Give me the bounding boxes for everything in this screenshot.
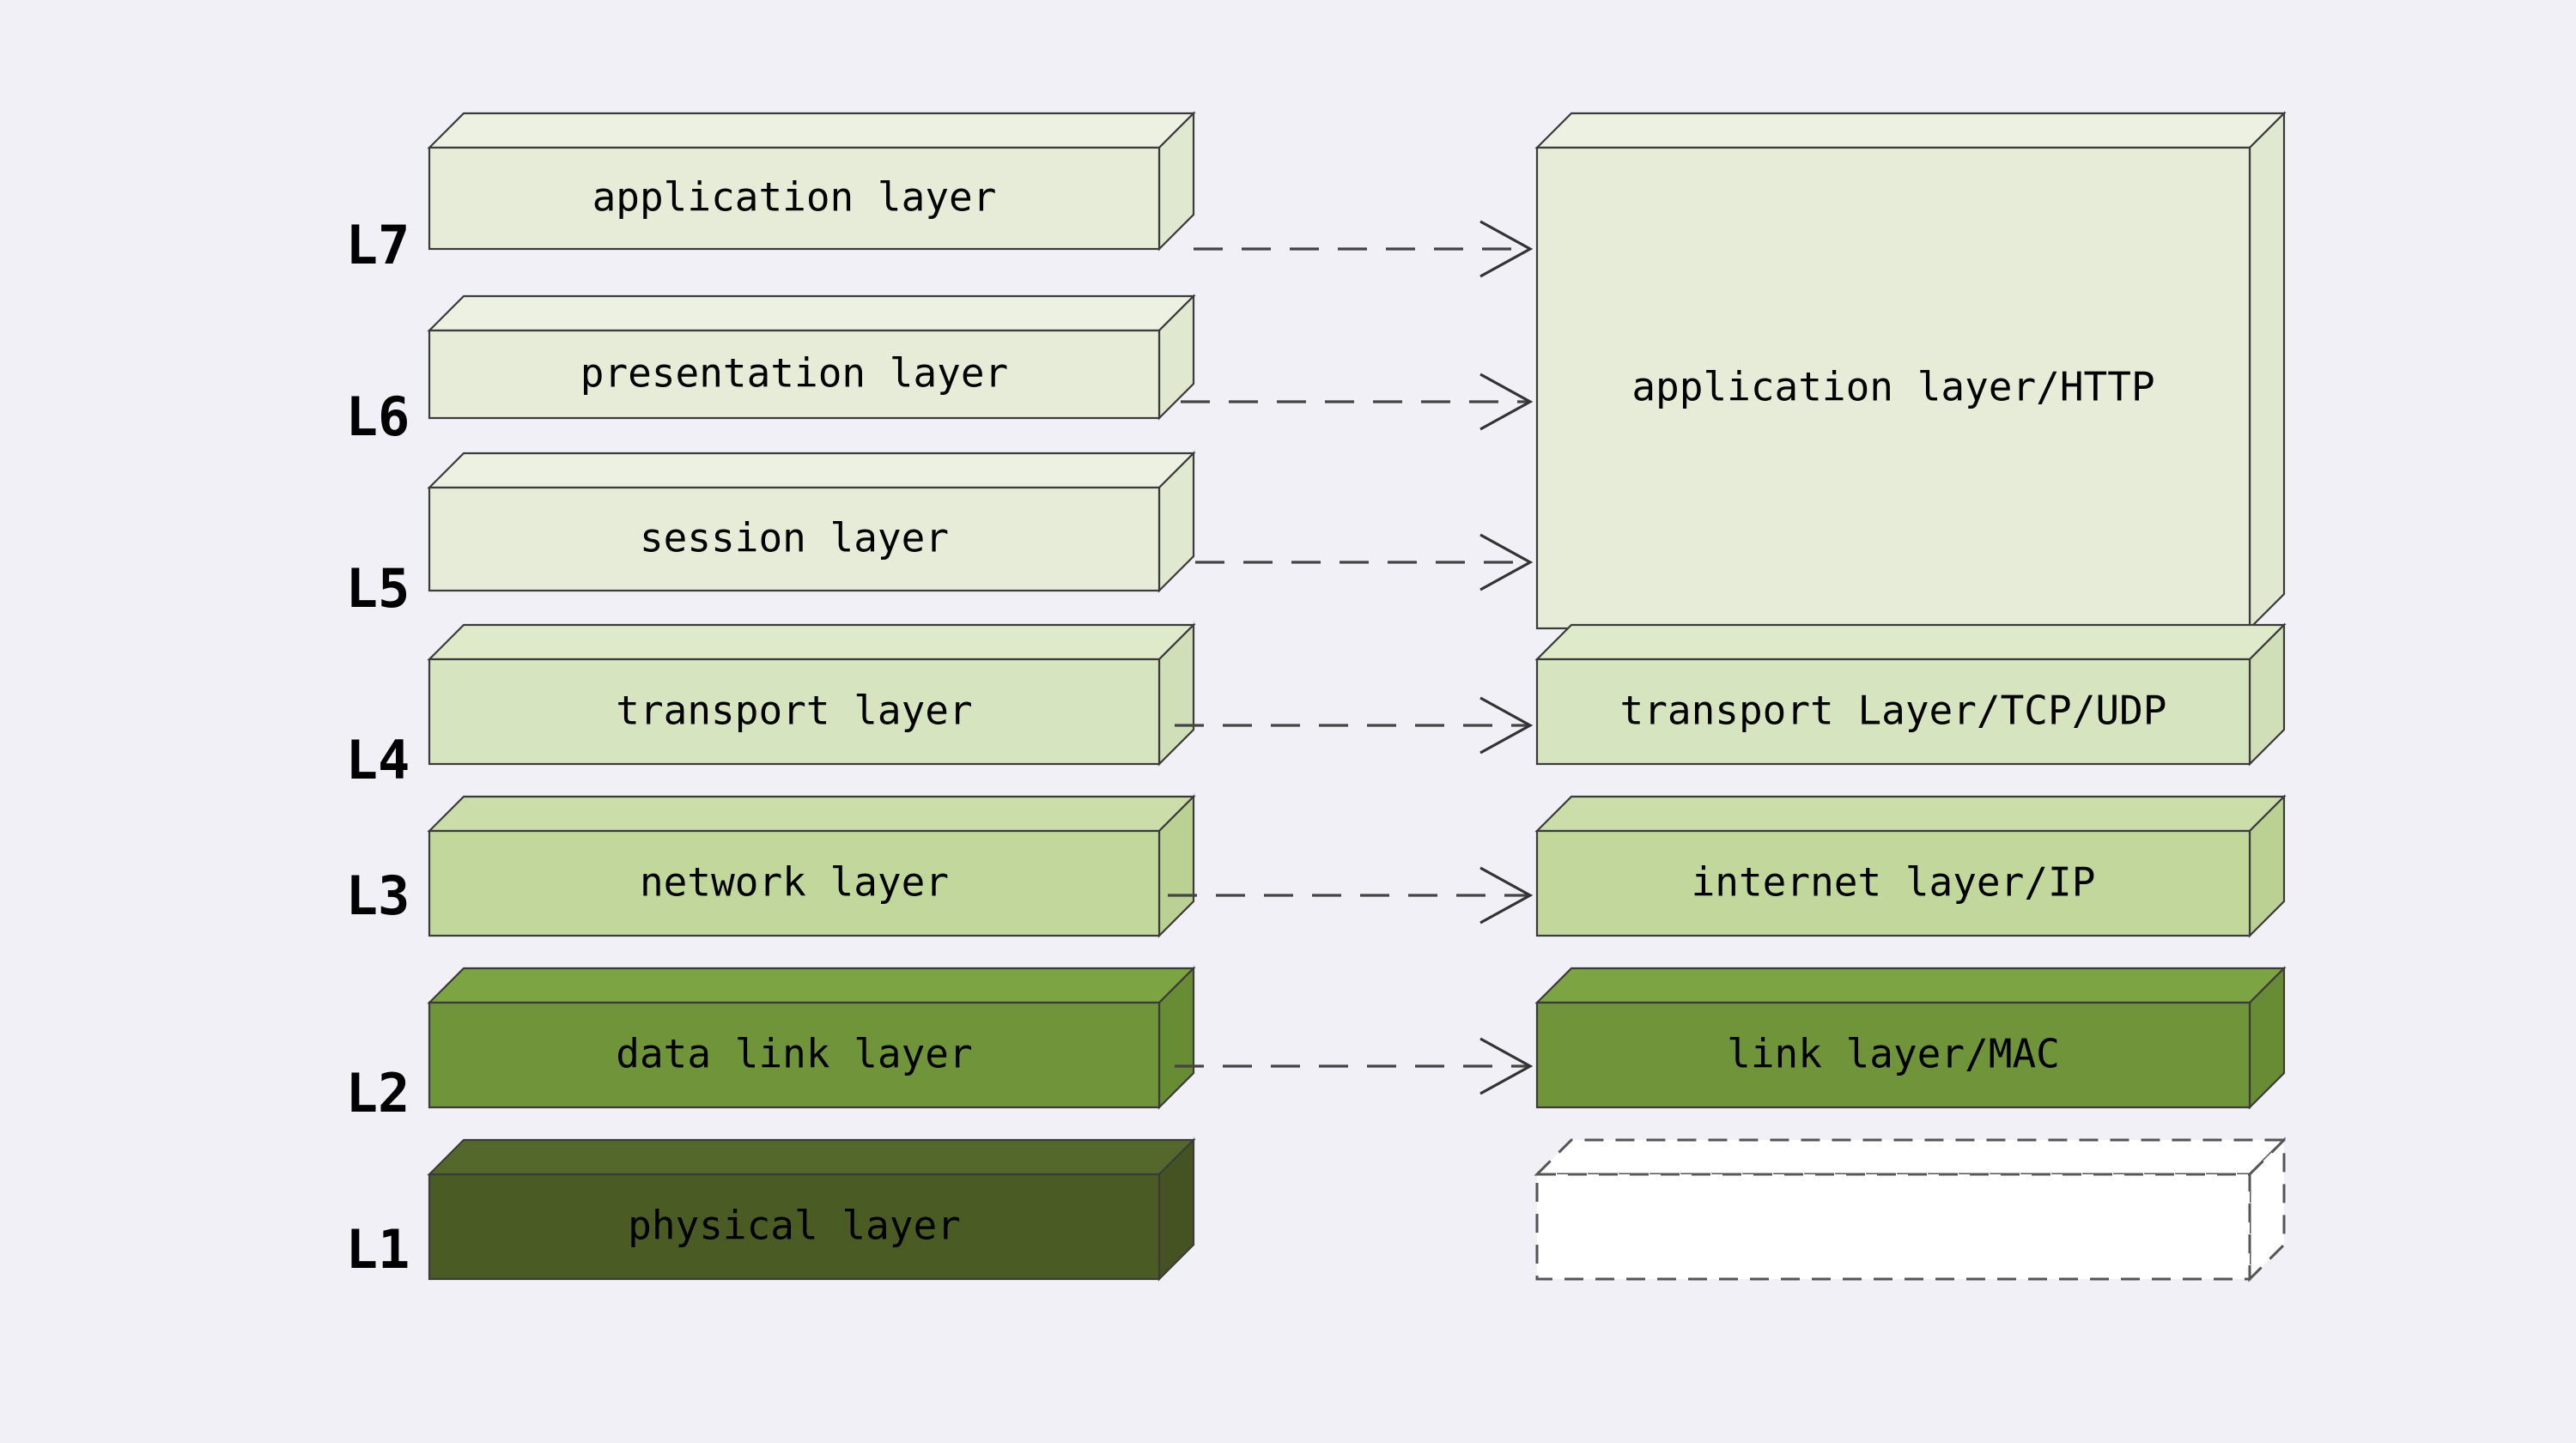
arrow-head-icon <box>1479 533 1534 591</box>
box-front-face <box>1535 1001 2251 1109</box>
layer-box-tcpip-unmapped[interactable] <box>1534 1137 2287 1282</box>
layer-box-osi-l4[interactable]: transport layer <box>427 622 1196 767</box>
tier-label-l1: L1 <box>346 1218 410 1281</box>
layer-label-tcpip-application: application layer/HTTP <box>1631 364 2154 410</box>
box-front-face <box>428 1001 1161 1109</box>
box-top-face <box>427 452 1196 489</box>
layer-label-tcpip-internet: internet layer/IP <box>1692 859 2096 906</box>
layer-box-osi-l1[interactable]: physical layer <box>427 1137 1196 1282</box>
box-top-face <box>1534 1138 2287 1176</box>
layer-box-osi-l2[interactable]: data link layer <box>427 966 1196 1110</box>
mapping-arrow-arrow-l4 <box>1175 696 1534 755</box>
layer-label-osi-l1: physical layer <box>628 1203 961 1249</box>
box-top-face <box>427 1138 1196 1176</box>
mapping-arrow-arrow-l2 <box>1175 1037 1534 1095</box>
arrow-head-icon <box>1479 220 1534 278</box>
box-top-face <box>427 967 1196 1004</box>
box-side-face <box>2248 1137 2286 1282</box>
box-front-face <box>1535 146 2251 630</box>
arrow-head-icon <box>1479 373 1534 431</box>
box-top-face <box>1534 967 2287 1004</box>
tier-label-l6: L6 <box>346 385 410 448</box>
tier-label-l7: L7 <box>346 214 410 276</box>
layer-label-osi-l4: transport layer <box>616 688 972 734</box>
box-side-face <box>2248 111 2286 631</box>
layer-box-tcpip-transport[interactable]: transport Layer/TCP/UDP <box>1534 622 2287 767</box>
mapping-arrow-group <box>1168 220 1534 1095</box>
layer-box-tcpip-application[interactable]: application layer/HTTP <box>1534 111 2287 631</box>
box-top-face <box>1534 795 2287 833</box>
mapping-arrow-arrow-l5 <box>1195 533 1534 591</box>
layer-label-tcpip-link: link layer/MAC <box>1727 1031 2060 1077</box>
box-top-face <box>1534 112 2287 149</box>
tcpip-stack: application layer/HTTP transport Layer/TC… <box>1534 111 2287 1282</box>
box-front-face <box>1535 829 2251 937</box>
osi-stack: application layer presentation layer sessi… <box>427 111 1196 1282</box>
layer-label-osi-l3: network layer <box>640 859 949 906</box>
mapping-arrow-arrow-l6 <box>1181 373 1534 431</box>
tier-label-l3: L3 <box>346 864 410 927</box>
layer-box-osi-l6[interactable]: presentation layer <box>427 294 1196 421</box>
layer-label-tcpip-transport: transport Layer/TCP/UDP <box>1620 688 2167 734</box>
box-front-face <box>428 658 1161 766</box>
layer-box-tcpip-internet[interactable]: internet layer/IP <box>1534 794 2287 938</box>
layer-label-osi-l7: application layer <box>592 174 997 221</box>
layer-label-osi-l5: session layer <box>640 515 949 561</box>
tier-label-l5: L5 <box>346 557 410 620</box>
box-front-face <box>428 329 1161 420</box>
box-top-face <box>427 795 1196 833</box>
box-top-face <box>427 112 1196 149</box>
box-front-face <box>428 486 1161 592</box>
box-top-face <box>427 623 1196 661</box>
box-top-face <box>427 294 1196 332</box>
arrow-head-icon <box>1479 866 1534 925</box>
box-front-face <box>428 829 1161 937</box>
mapping-arrow-arrow-l3 <box>1168 866 1534 925</box>
layer-box-osi-l7[interactable]: application layer <box>427 111 1196 252</box>
tier-label-l4: L4 <box>346 729 410 791</box>
layer-box-osi-l5[interactable]: session layer <box>427 451 1196 593</box>
arrow-head-icon <box>1479 1037 1534 1095</box>
layer-label-osi-l6: presentation layer <box>580 350 1009 397</box>
box-front-face <box>1535 658 2251 766</box>
layer-box-tcpip-link[interactable]: link layer/MAC <box>1534 966 2287 1110</box>
layer-box-osi-l3[interactable]: network layer <box>427 794 1196 938</box>
box-front-face <box>1535 1173 2251 1281</box>
tier-label-l2: L2 <box>346 1062 410 1125</box>
box-front-face <box>428 1173 1161 1281</box>
box-top-face <box>1534 623 2287 661</box>
mapping-arrow-arrow-l7 <box>1194 220 1534 278</box>
arrow-head-icon <box>1479 696 1534 755</box>
box-front-face <box>428 146 1161 251</box>
layer-label-osi-l2: data link layer <box>616 1031 972 1077</box>
